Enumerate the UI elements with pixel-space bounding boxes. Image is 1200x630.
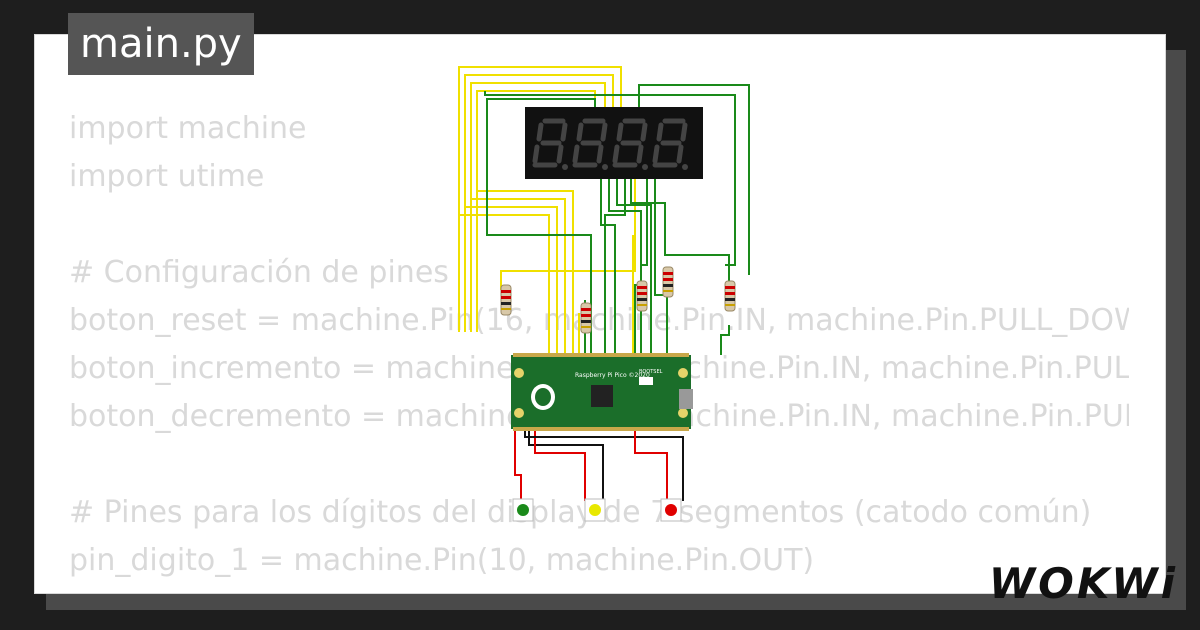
pico-board: Raspberry Pi Pico ©2020 BOOTSEL [511,353,693,431]
code-line: # Configuración de pines [69,255,449,290]
code-line: import utime [69,159,265,194]
code-line: pin_digito_2 = machine.Pin(11, machine.P… [69,591,814,593]
wokwi-logo: WOKWi [988,559,1178,608]
resistors [500,266,736,334]
seven-segment-display [525,107,703,179]
file-tab[interactable]: main.py [68,13,254,75]
bootsel-label: BOOTSEL [639,369,663,375]
code-line: pin_digito_1 = machine.Pin(10, machine.P… [69,543,815,578]
push-buttons [512,498,682,522]
code-line: # Pines para los dígitos del display de … [69,495,1092,530]
preview-card[interactable]: import machine import utime # Configurac… [34,34,1166,594]
board-label: Raspberry Pi Pico ©2020 [575,372,650,379]
code-line: import machine [69,111,307,146]
circuit-diagram: Raspberry Pi Pico ©2020 BOOTSEL [458,66,750,522]
raspberry-logo [531,384,555,410]
yellow-wires [458,66,636,355]
bottom-wires [514,428,684,501]
